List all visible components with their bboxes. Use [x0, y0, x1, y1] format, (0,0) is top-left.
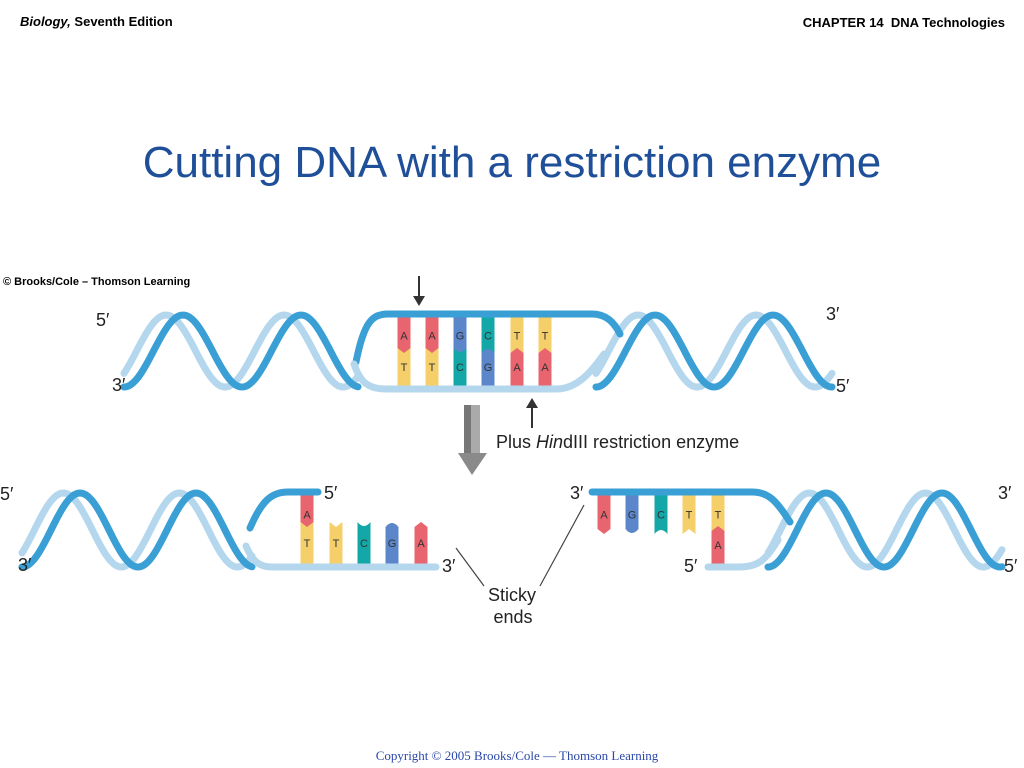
base-letter: A: [428, 331, 436, 343]
base-pair-layer: A A G C T T T T C G A A A T T C G A A G C T T A: [300, 317, 725, 564]
enzyme-label-prefix: Plus: [496, 432, 536, 452]
left-fragment-bottom-base: T: [329, 522, 343, 564]
right-fragment-label-5-left: 5′: [684, 556, 698, 576]
right-fragment-top-base: T: [682, 495, 696, 534]
top-molecule-bottom-base: A: [510, 348, 524, 386]
top-molecule-bottom-base: C: [453, 348, 467, 386]
top-molecule-top-base: C: [481, 317, 495, 354]
right-fragment-top-strand: [588, 488, 794, 526]
right-fragment-label-5-right: 5′: [1004, 556, 1018, 576]
sticky-ends-label-line2: ends: [493, 607, 532, 627]
left-fragment-top-strand: [246, 488, 322, 532]
top-left-helix-dark-strand: [120, 311, 362, 391]
top-molecule-top-base: T: [538, 317, 552, 354]
sticky-end-pointer-left: [455, 547, 485, 587]
process-arrow: [458, 405, 487, 475]
right-fragment-bottom-strand: [704, 536, 782, 571]
top-molecule-top-base: A: [425, 317, 439, 354]
slide-title: Cutting DNA with a restriction enzyme: [142, 138, 882, 187]
enzyme-label-italic: Hin: [536, 432, 563, 452]
base-letter: G: [456, 331, 465, 343]
left-fragment-label-5-left: 5′: [0, 484, 14, 504]
base-letter: T: [401, 362, 408, 374]
left-fragment-bottom-base: G: [385, 523, 399, 564]
copyright-footer: Copyright © 2005 Brooks/Cole — Thomson L…: [375, 748, 659, 763]
right-fragment-helix-dark-strand: [764, 489, 1006, 571]
right-fragment-top-base: T: [711, 495, 725, 534]
cut-arrow-bottom: [526, 398, 538, 428]
left-fragment-bottom-base: A: [414, 522, 428, 564]
base-letter: C: [484, 331, 492, 343]
top-right-helix-dark-strand: [592, 311, 836, 391]
top-molecule-open-top-strand: [352, 310, 624, 366]
top-label-3-left: 3′: [112, 375, 126, 395]
base-letter: C: [657, 510, 665, 522]
base-letter: A: [417, 538, 425, 550]
left-fragment-label-5-right: 5′: [324, 483, 338, 503]
base-letter: T: [429, 362, 436, 374]
right-fragment-label-3-right: 3′: [998, 483, 1012, 503]
base-letter: C: [456, 362, 464, 374]
right-fragment-top-base: C: [654, 495, 668, 534]
base-letter: T: [715, 510, 722, 522]
sticky-end-pointer-right: [539, 504, 585, 587]
base-letter: T: [686, 510, 693, 522]
base-letter: C: [360, 538, 368, 550]
chapter-header: CHAPTER 14 DNA Technologies: [802, 15, 1005, 30]
left-fragment-bottom-strand: [242, 542, 440, 571]
base-letter: G: [388, 538, 397, 550]
top-molecule-top-base: A: [397, 317, 411, 354]
top-label-3-right: 3′: [826, 304, 840, 324]
base-letter: T: [514, 331, 521, 343]
top-molecule-top-base: T: [510, 317, 524, 354]
left-fragment-helix-dark-strand: [18, 489, 256, 571]
right-fragment-top-base: A: [597, 495, 611, 534]
book-header: Biology, Seventh Edition: [20, 14, 173, 29]
helix-layer: [18, 311, 1006, 571]
enzyme-label: Plus HindIII restriction enzyme: [496, 432, 739, 452]
base-letter: G: [484, 362, 493, 374]
top-right-helix-light-strand: [592, 311, 836, 391]
top-molecule-open-bottom-strand: [350, 350, 608, 393]
base-letter: A: [541, 362, 549, 374]
base-letter: A: [303, 510, 311, 522]
base-letter: G: [628, 510, 637, 522]
top-label-5-right: 5′: [836, 376, 850, 396]
top-label-5-left: 5′: [96, 310, 110, 330]
cut-arrow-top: [413, 276, 425, 306]
base-letter: T: [333, 538, 340, 550]
top-left-helix-light-strand: [120, 311, 362, 391]
sticky-ends-label-line1: Sticky: [488, 585, 536, 605]
base-letter: A: [714, 540, 722, 552]
base-letter: A: [400, 331, 408, 343]
top-molecule-bottom-base: T: [425, 348, 439, 386]
right-fragment-bottom-base: A: [711, 526, 725, 564]
enzyme-label-suffix: dIII restriction enzyme: [563, 432, 739, 452]
book-title: Biology,: [20, 14, 71, 29]
base-letter: A: [600, 510, 608, 522]
right-fragment-top-base: G: [625, 495, 639, 533]
right-fragment-helix-light-strand: [764, 489, 1006, 571]
top-molecule-bottom-base: A: [538, 348, 552, 386]
book-edition: Seventh Edition: [74, 14, 173, 29]
left-fragment-bottom-base: T: [300, 522, 314, 564]
base-letter: T: [542, 331, 549, 343]
top-molecule-bottom-base: G: [481, 349, 495, 386]
left-fragment-helix-light-strand: [18, 489, 256, 571]
left-fragment-top-base: A: [300, 495, 314, 534]
base-letter: T: [304, 538, 311, 550]
left-fragment-bottom-base: C: [357, 522, 371, 564]
image-credit: © Brooks/Cole – Thomson Learning: [3, 276, 191, 288]
left-fragment-label-3-left: 3′: [18, 555, 32, 575]
top-molecule-bottom-base: T: [397, 348, 411, 386]
top-molecule-top-base: G: [453, 317, 467, 353]
base-letter: A: [513, 362, 521, 374]
right-fragment-label-3-left: 3′: [570, 483, 584, 503]
left-fragment-label-3-right: 3′: [442, 556, 456, 576]
